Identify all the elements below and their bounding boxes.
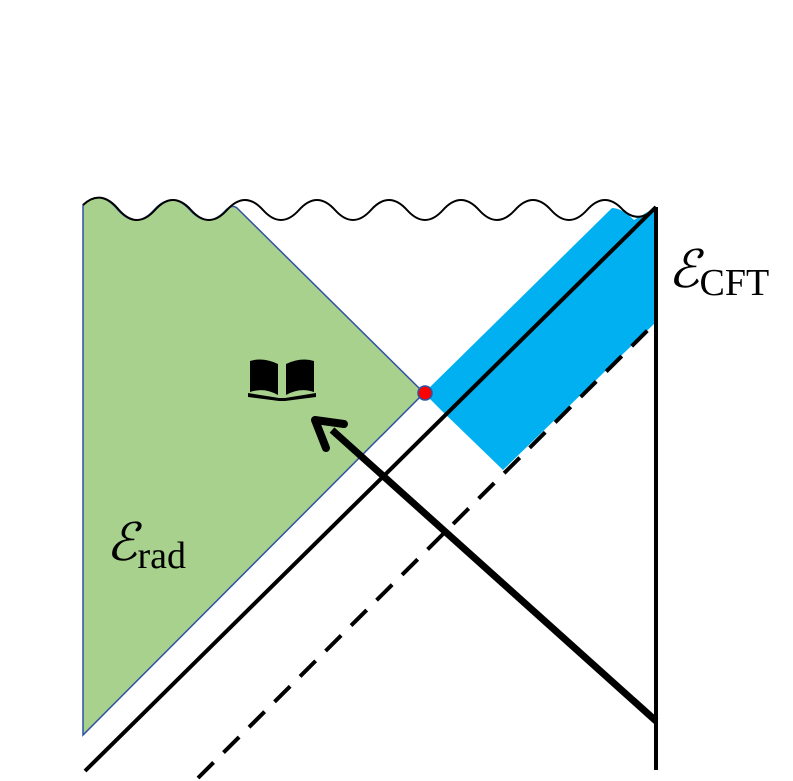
solid-diagonal-line [83,205,658,773]
quantum-extremal-point [417,385,433,401]
cft-label: ℰCFT [668,240,769,304]
book-icon [248,359,316,401]
arrow-head [311,416,348,452]
cft-region [424,207,656,470]
arrow-shaft [329,427,659,724]
singularity-line [82,196,657,221]
rad-label: ℰrad [106,513,186,577]
